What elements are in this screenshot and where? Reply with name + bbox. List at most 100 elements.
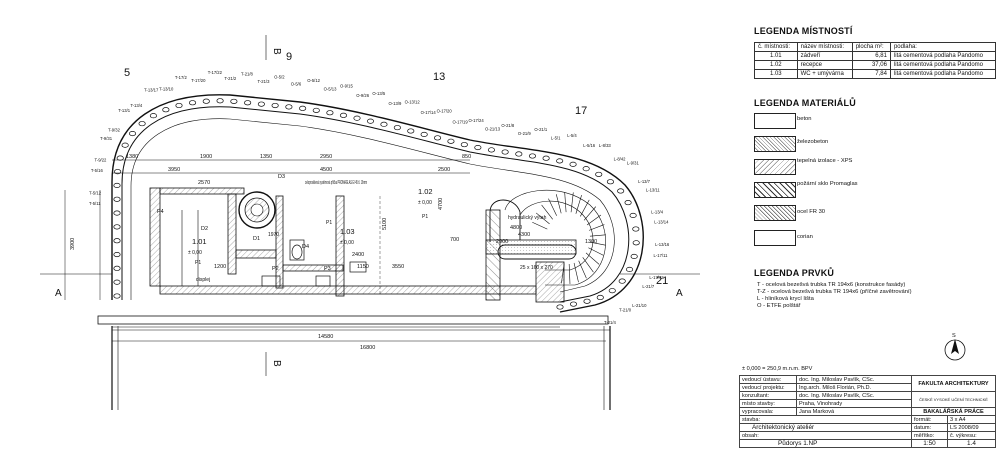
facade-code: L-9/31 — [627, 161, 640, 166]
room-labels: 1.01 ± 0,00 P1 1.02 ± 0,00 P1 1.03 ± 0,0… — [188, 187, 433, 266]
facade-tube — [113, 210, 121, 216]
room-number: 1.03 — [340, 227, 355, 236]
facade-code: T-13/4 — [130, 103, 143, 108]
facade-code: L-17/42 — [649, 275, 664, 280]
stair-tread — [588, 224, 605, 231]
facade-code: L-5/16 — [583, 143, 596, 148]
facade-tube — [393, 125, 401, 131]
facade-code: L-17/11 — [654, 253, 669, 258]
stair-tread — [570, 192, 574, 213]
faculty-name: FAKULTA ARCHITEKTURY — [911, 375, 996, 392]
dim: 1150 — [357, 264, 369, 270]
stair-tread — [589, 241, 606, 246]
stair-tread — [582, 257, 594, 273]
facade-code: L-21/10 — [632, 303, 647, 308]
facade-code: T-17/22 — [208, 70, 223, 75]
facade-code: O-13/5 — [372, 91, 385, 96]
element-item: T-Z - ocelová bezešvá trubka TR 194x6 (p… — [757, 289, 912, 295]
material-label: požární sklo Promaglas — [797, 181, 858, 187]
wc-fixtures — [261, 239, 367, 287]
element-item: O - ETFE polštář — [757, 303, 801, 309]
facade-tube — [138, 121, 146, 127]
facade-tube — [121, 142, 129, 148]
stair-tread — [535, 212, 550, 225]
facade-codes: T-5/11T-5/12T-5/16T-9/22T-9/31T-9/32T-13… — [89, 70, 670, 325]
facade-code: T-21/8 — [241, 71, 254, 76]
obsah-value: Půdorys 1.NP — [739, 439, 912, 448]
dim: 1970 — [268, 232, 279, 238]
legend-rooms-title: LEGENDA MÍSTNOSTÍ — [754, 26, 853, 36]
table-row: 1.02 recepce 37,06 litá cementová podlah… — [754, 60, 997, 70]
dim: 4700 — [438, 198, 444, 210]
stair-tread — [585, 252, 600, 265]
tag: P2 — [272, 266, 279, 272]
equipment-tags: P4 D2 D1 D3 D4 P2 P3 — [157, 174, 331, 272]
facade-tube — [596, 294, 604, 301]
swatch-ocel — [754, 205, 796, 221]
grid-axis-label: 17 — [575, 105, 587, 117]
facade-tube — [113, 251, 121, 258]
facade-code: L-13/14 — [654, 220, 669, 225]
facade-code: T-13/17 — [144, 88, 159, 93]
facade-tube — [474, 144, 482, 151]
grid-axis-label: 5 — [124, 67, 130, 79]
tag: D3 — [278, 174, 285, 180]
facade-code: O-17/14 — [421, 110, 437, 115]
facade-tube — [285, 104, 293, 110]
facade-tube — [257, 101, 265, 107]
stair-tread — [541, 204, 553, 220]
room-number: 1.02 — [418, 187, 433, 196]
room-tag: P1 — [326, 220, 332, 226]
facade-tube — [407, 128, 415, 134]
section-b-top: B — [271, 48, 282, 55]
material-label: tepelná izolace - XPS — [797, 158, 853, 164]
facade-tube — [420, 131, 428, 137]
facade-tube — [624, 200, 632, 206]
facade-tube — [608, 288, 616, 294]
north-label: S — [952, 333, 956, 339]
section-a-left: A — [55, 288, 62, 299]
tag: P3 — [324, 266, 331, 272]
stavba-value: Architektonický ateliér — [739, 423, 912, 432]
dim: 1200 — [214, 264, 226, 270]
facade-tube — [501, 149, 509, 155]
dim: 1900 — [200, 154, 212, 160]
stair-tread — [578, 260, 587, 279]
material-label: ocel FR 30 — [797, 209, 826, 215]
university-name: ČESKÉ VYSOKÉ UČENÍ TECHNICKÉ — [911, 391, 996, 408]
facade-tube — [366, 118, 375, 124]
stair-tread — [548, 198, 557, 216]
desk-label: displej — [196, 277, 210, 283]
dim: 16800 — [360, 345, 375, 351]
facade-tube — [625, 266, 634, 272]
grid-axis-markers: 5 9 13 17 21 — [124, 51, 668, 287]
stair-label: 25 x 160 x 270 — [520, 265, 553, 271]
facade-code: O-13/12 — [405, 99, 421, 104]
facade-tube — [113, 224, 121, 230]
facade-tube — [353, 115, 361, 121]
facade-code: O-17/20 — [437, 109, 453, 114]
facade-code: T-17/20 — [191, 78, 206, 83]
facade-code: O-21/9 — [518, 131, 531, 136]
swatch-promaglas — [754, 182, 796, 198]
section-markers: A A B B — [40, 35, 700, 376]
dimension-values: 1380 3950 1900 1350 2950 4500 2500 850 1… — [70, 154, 597, 351]
facade-code: L-5/1 — [551, 136, 561, 141]
facade-tube — [569, 161, 577, 167]
element-item: T - ocelová bezešvá trubka TR 194x6 (kon… — [757, 282, 906, 288]
facade-code: O-13/9 — [389, 101, 402, 106]
facade-code: T-13/10 — [159, 86, 174, 91]
facade-tube — [271, 102, 279, 109]
spiral-stair — [504, 189, 606, 286]
facade-code: T-9/32 — [108, 127, 121, 132]
facade-code: T-13/1 — [118, 108, 131, 113]
facade-tube — [230, 98, 238, 104]
grid-axis-label: 9 — [286, 51, 292, 63]
facade-code: O-5/12 — [307, 78, 320, 83]
room-level: ± 0,00 — [418, 200, 432, 206]
plan-notes: celoprosklená systémová příčka PROMAGLAS… — [196, 180, 553, 283]
facade-code: T-21/2 — [224, 76, 237, 81]
facade-code: O-9/26 — [356, 93, 369, 98]
facade-code: O-21/1 — [534, 127, 547, 132]
facade-code: L-8/42 — [614, 157, 627, 162]
